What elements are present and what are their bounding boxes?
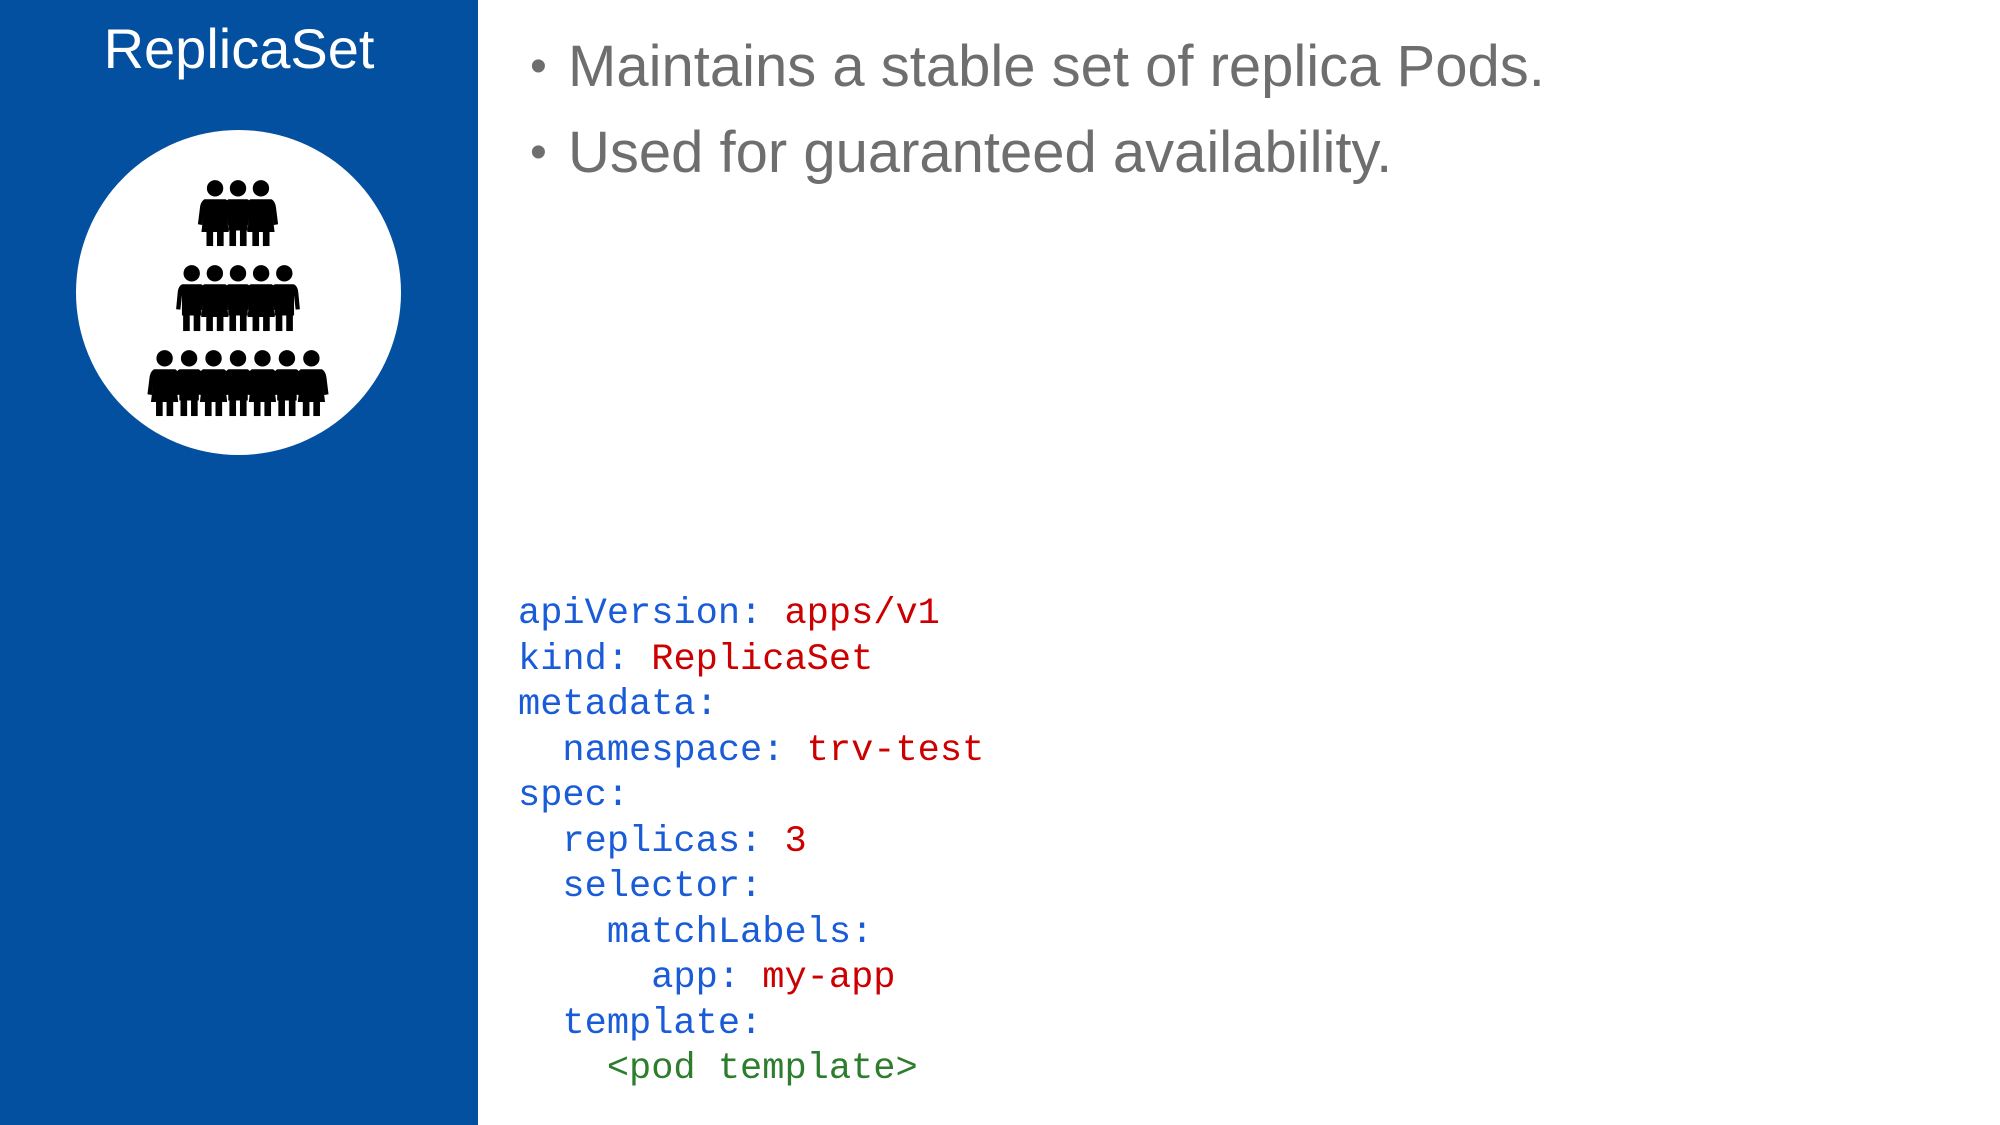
yaml-line: metadata: — [518, 683, 984, 729]
content-area: • Maintains a stable set of replica Pods… — [478, 0, 2000, 1125]
list-item: • Used for guaranteed availability. — [518, 112, 1968, 194]
yaml-key: spec: — [518, 775, 630, 817]
person-figure-male — [268, 265, 300, 332]
yaml-key: apiVersion: — [518, 593, 763, 635]
yaml-line: namespace: trv-test — [518, 729, 984, 775]
yaml-value: ReplicaSet — [629, 638, 874, 681]
yaml-line: app: my-app — [518, 956, 984, 1002]
person-figure-female — [147, 350, 182, 417]
yaml-key: app: — [518, 957, 741, 999]
bullet-text: Maintains a stable set of replica Pods. — [568, 34, 1545, 99]
people-group-svg — [147, 180, 329, 417]
page-title: ReplicaSet — [103, 17, 375, 80]
yaml-key: metadata: — [518, 684, 718, 726]
yaml-line: kind: ReplicaSet — [518, 638, 984, 684]
list-item: • Maintains a stable set of replica Pods… — [518, 26, 1968, 108]
yaml-line: selector: — [518, 865, 984, 911]
yaml-key: kind: — [518, 638, 630, 681]
yaml-key: selector: — [518, 866, 763, 908]
yaml-value: apps/v1 — [762, 593, 940, 635]
left-side-panel: ReplicaSet — [0, 0, 478, 1125]
person-figure-male — [222, 180, 254, 247]
person-figure-female — [294, 350, 329, 417]
yaml-line: replicas: 3 — [518, 820, 984, 866]
yaml-value: trv-test — [784, 729, 985, 772]
bullet-marker-icon: • — [530, 40, 547, 93]
yaml-value: 3 — [762, 820, 807, 863]
yaml-value: my-app — [740, 957, 896, 999]
person-figure-female — [196, 350, 231, 417]
yaml-line: matchLabels: — [518, 911, 984, 957]
people-group-icon — [76, 130, 401, 455]
yaml-line: template: — [518, 1002, 984, 1048]
yaml-line: <pod template> — [518, 1047, 984, 1093]
yaml-key: namespace: — [518, 729, 785, 772]
yaml-comment: <pod template> — [518, 1048, 918, 1090]
yaml-line: apiVersion: apps/v1 — [518, 592, 984, 638]
bullet-marker-icon: • — [530, 126, 547, 179]
yaml-key: template: — [518, 1002, 763, 1045]
person-figure-female — [245, 350, 280, 417]
yaml-key: matchLabels: — [518, 911, 874, 954]
yaml-key: replicas: — [518, 820, 763, 863]
yaml-line: spec: — [518, 774, 984, 820]
person-figure-female — [243, 180, 279, 247]
bullet-text: Used for guaranteed availability. — [568, 120, 1393, 185]
bullet-list: • Maintains a stable set of replica Pods… — [518, 26, 1968, 198]
